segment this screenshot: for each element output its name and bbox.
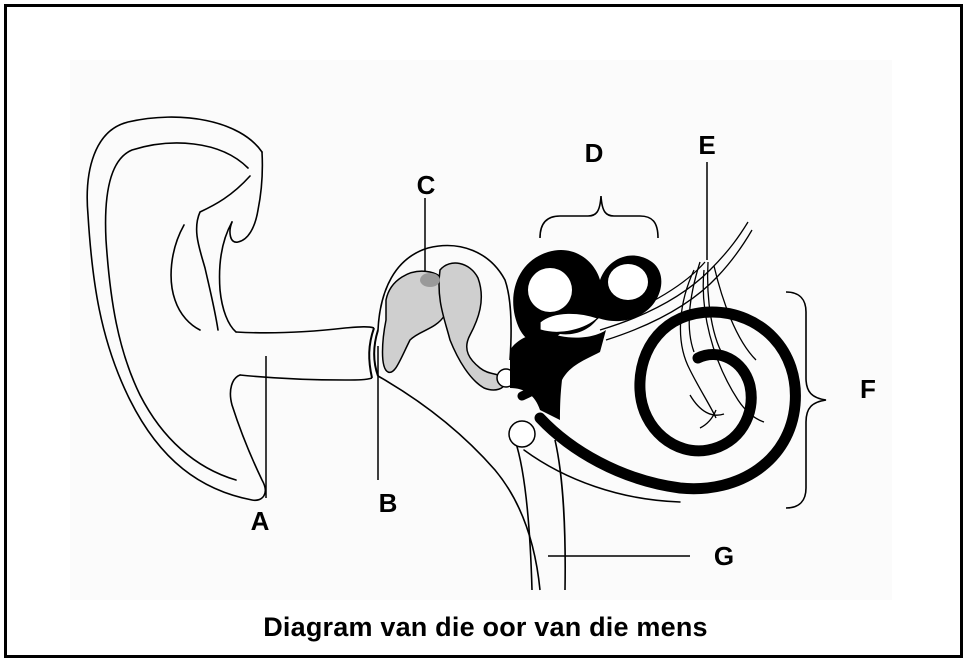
diagram-caption: Diagram van die oor van die mens — [0, 612, 971, 643]
label-d: D — [585, 138, 604, 168]
label-b: B — [379, 488, 398, 518]
label-g: G — [714, 541, 734, 571]
label-a: A — [251, 506, 270, 536]
label-e: E — [698, 130, 715, 160]
label-f: F — [860, 374, 876, 404]
label-c: C — [417, 170, 436, 200]
